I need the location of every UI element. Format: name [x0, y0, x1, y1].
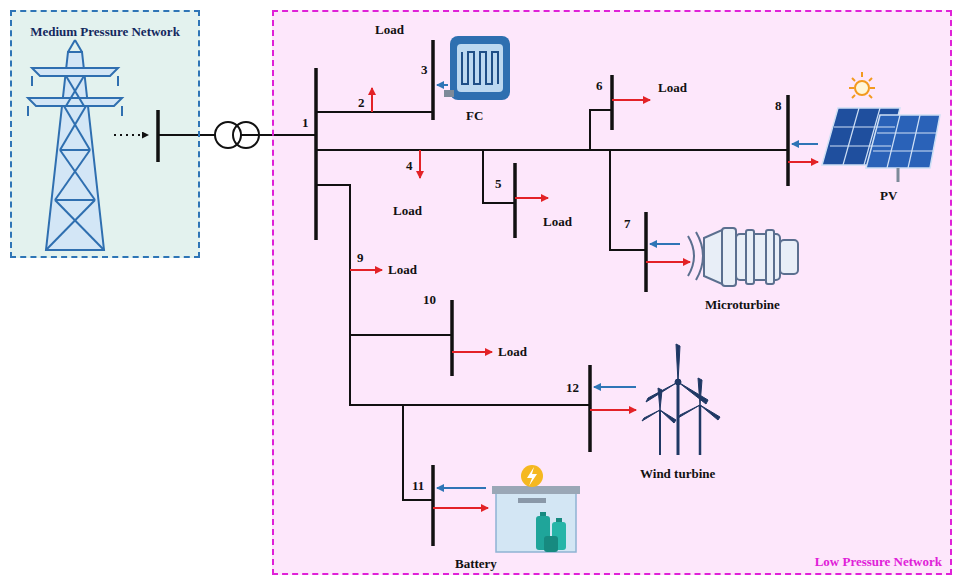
bus-number: 11 — [412, 478, 424, 493]
bus-number: 8 — [775, 98, 782, 113]
component-label: Load — [393, 203, 422, 218]
bus-number: 12 — [566, 380, 579, 395]
bus-number: 2 — [358, 95, 365, 110]
bus-number: 3 — [421, 62, 428, 77]
transmission-tower — [28, 40, 122, 250]
bus-number: 1 — [302, 115, 309, 130]
component-label: Battery — [455, 556, 497, 571]
component-label: Load — [388, 262, 417, 277]
transformer-symbol — [215, 122, 259, 148]
bus-number: 9 — [357, 250, 364, 265]
region-title: Low Pressure Network — [815, 554, 942, 570]
network-region: Low Pressure Network — [272, 10, 952, 575]
component-label: Wind turbine — [640, 466, 715, 481]
battery-icon — [492, 465, 580, 552]
medium-region-fill — [10, 10, 200, 258]
component-label: Load — [658, 80, 687, 95]
mv-feeder — [158, 134, 200, 136]
component-label: Microturbine — [705, 297, 780, 312]
bus-number: 5 — [495, 176, 502, 191]
bus-number: 10 — [423, 292, 436, 307]
microturbine-icon — [688, 228, 798, 286]
fuel-cell-icon — [444, 36, 510, 100]
low-region-fill — [272, 10, 952, 575]
bus-bars — [316, 40, 788, 546]
bus-number: 4 — [406, 158, 413, 173]
component-label: Load — [375, 22, 404, 37]
wind-turbine-icon — [642, 344, 720, 455]
bus-number: 7 — [624, 216, 631, 231]
region-title: Medium Pressure Network — [26, 24, 184, 40]
lv-wires — [272, 110, 788, 500]
power-arrows — [350, 85, 818, 508]
pv-icon — [822, 72, 940, 182]
component-label: PV — [880, 188, 897, 203]
network-region: Medium Pressure Network — [10, 10, 200, 258]
component-label: Load — [498, 344, 527, 359]
dotted-feeder — [114, 134, 148, 136]
component-label: Load — [543, 214, 572, 229]
bus-number: 6 — [596, 78, 603, 93]
component-label: FC — [466, 108, 483, 123]
